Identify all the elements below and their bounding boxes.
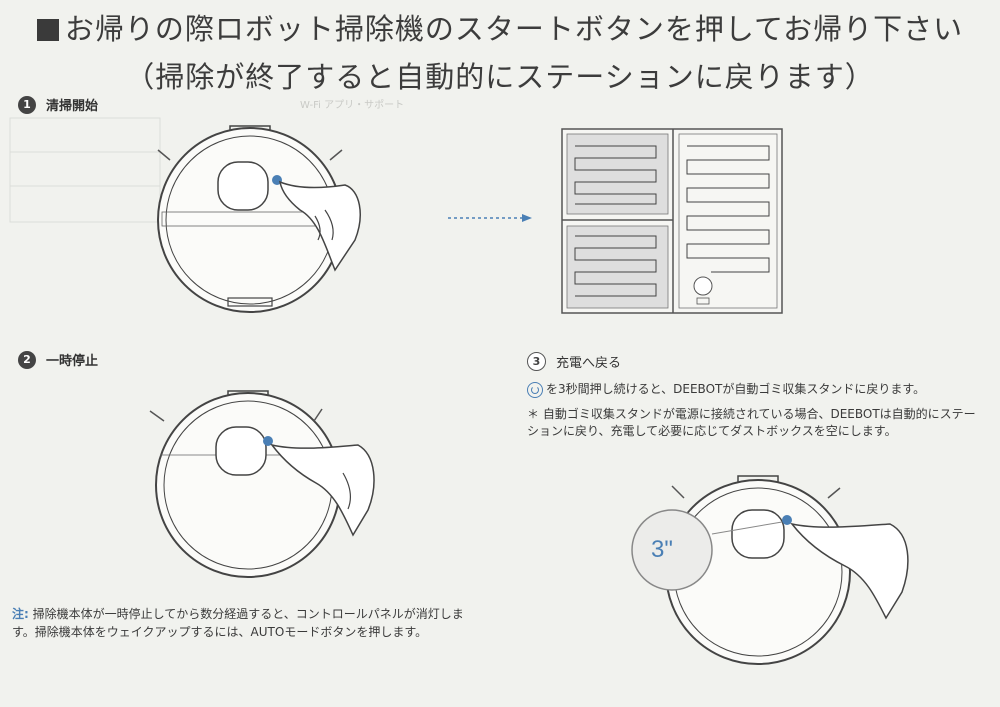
title-line-2: （掃除が終了すると自動的にステーションに戻ります） bbox=[125, 60, 875, 94]
duration-callout: 3" bbox=[651, 536, 673, 563]
step-1-heading: 1 清掃開始 bbox=[18, 95, 98, 114]
step-2-heading: 2 一時停止 bbox=[18, 350, 98, 369]
note-text: 掃除機本体が一時停止してから数分経過すると、コントロールパネルが消灯します。掃除… bbox=[12, 607, 464, 639]
robot-illustration-pause bbox=[149, 390, 375, 578]
step-3-instruction: を3秒間押し続けると、DEEBOTが自動ゴミ収集スタンドに戻ります。 bbox=[527, 381, 925, 398]
dotted-arrow-icon bbox=[448, 214, 532, 222]
step-label: 一時停止 bbox=[46, 354, 99, 369]
cleaning-path-map bbox=[561, 128, 783, 314]
note-label: 注: bbox=[12, 607, 29, 621]
title-line-1: お帰りの際ロボット掃除機のスタートボタンを押してお帰り下さい bbox=[0, 6, 1000, 48]
robot-illustration-return bbox=[631, 475, 909, 665]
step-3-heading: 3 充電へ戻る bbox=[527, 352, 621, 371]
step-number: 1 bbox=[18, 95, 36, 114]
step-number: 2 bbox=[18, 350, 36, 369]
step-3-note: ＊ 自動ゴミ収集スタンドが電源に接続されている場合、DEEBOTは自動的にステー… bbox=[527, 407, 976, 438]
step-number: 3 bbox=[527, 352, 546, 371]
bleed-through-text: W-Fi アプリ・サポート bbox=[300, 100, 405, 111]
square-bullet-icon bbox=[36, 19, 59, 41]
bleed-through-table bbox=[9, 117, 161, 223]
step-3-text: を3秒間押し続けると、DEEBOTが自動ゴミ収集スタンドに戻ります。 bbox=[546, 382, 926, 396]
robot-illustration-start bbox=[157, 125, 361, 313]
power-button-icon bbox=[527, 381, 543, 398]
step-label: 清掃開始 bbox=[46, 99, 99, 114]
footnote: 注: 掃除機本体が一時停止してから数分経過すると、コントロールパネルが消灯します… bbox=[12, 605, 482, 641]
step-label: 充電へ戻る bbox=[556, 356, 622, 371]
